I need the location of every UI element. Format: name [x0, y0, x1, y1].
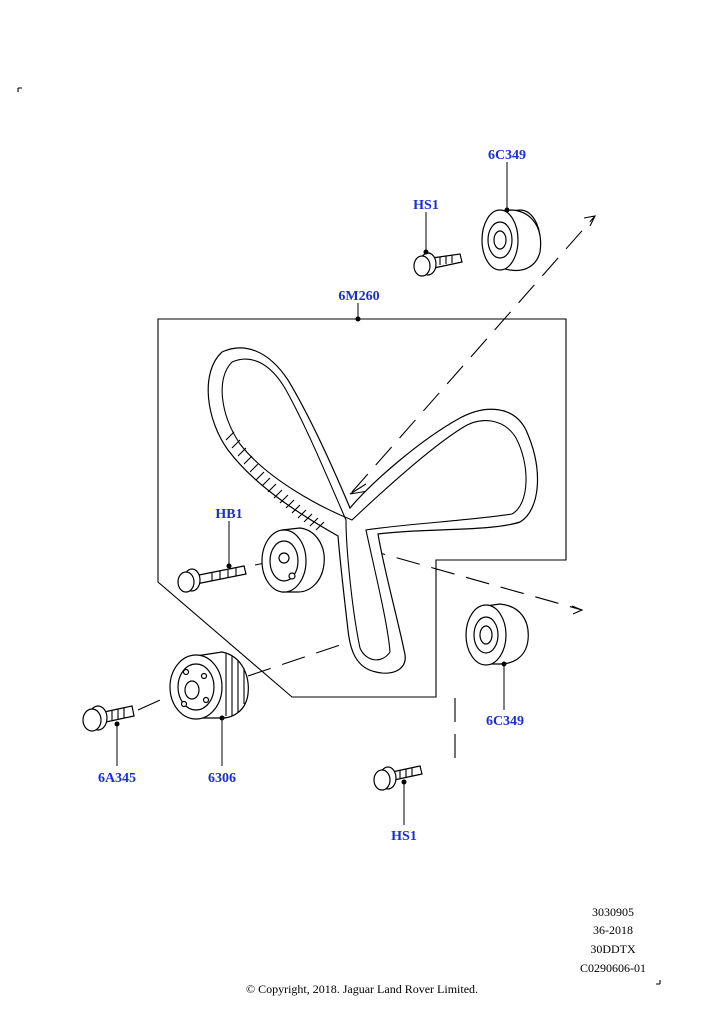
bolt-top — [413, 252, 463, 277]
bolt-crankshaft — [82, 705, 135, 732]
reference-line-2: 36-2018 — [593, 923, 633, 937]
reference-line-4: C0290606-01 — [580, 961, 646, 975]
idler-pulley-top — [481, 209, 542, 272]
callout-bolt-top[interactable]: HS1 — [413, 198, 439, 213]
callout-idler-top[interactable]: 6C349 — [488, 148, 526, 163]
callout-tensioner-bolt[interactable]: HB1 — [215, 507, 242, 522]
bolt-tensioner — [177, 565, 247, 593]
callout-sprocket[interactable]: 6306 — [208, 771, 236, 786]
idler-pulley-bottom — [465, 603, 529, 666]
assembly-guide-lines — [137, 215, 596, 758]
copyright-notice: © Copyright, 2018. Jaguar Land Rover Lim… — [245, 982, 479, 996]
callout-crank-bolt[interactable]: 6A345 — [98, 771, 136, 786]
reference-line-3: 30DDTX — [590, 942, 636, 956]
callout-idler-bottom[interactable]: 6C349 — [486, 714, 524, 729]
belt-kit-panel — [157, 318, 567, 698]
leader-lines — [114, 162, 510, 825]
crankshaft-sprocket — [169, 651, 249, 720]
callout-belt[interactable]: 6M260 — [338, 289, 379, 304]
callout-bolt-bottom[interactable]: HS1 — [391, 829, 417, 844]
tensioner-pulley — [261, 527, 325, 593]
corner-mark-top-left — [17, 87, 22, 92]
reference-line-1: 3030905 — [592, 905, 634, 919]
bolt-bottom — [373, 765, 423, 791]
timing-belt — [207, 347, 539, 674]
corner-mark-bottom-right — [656, 980, 661, 985]
